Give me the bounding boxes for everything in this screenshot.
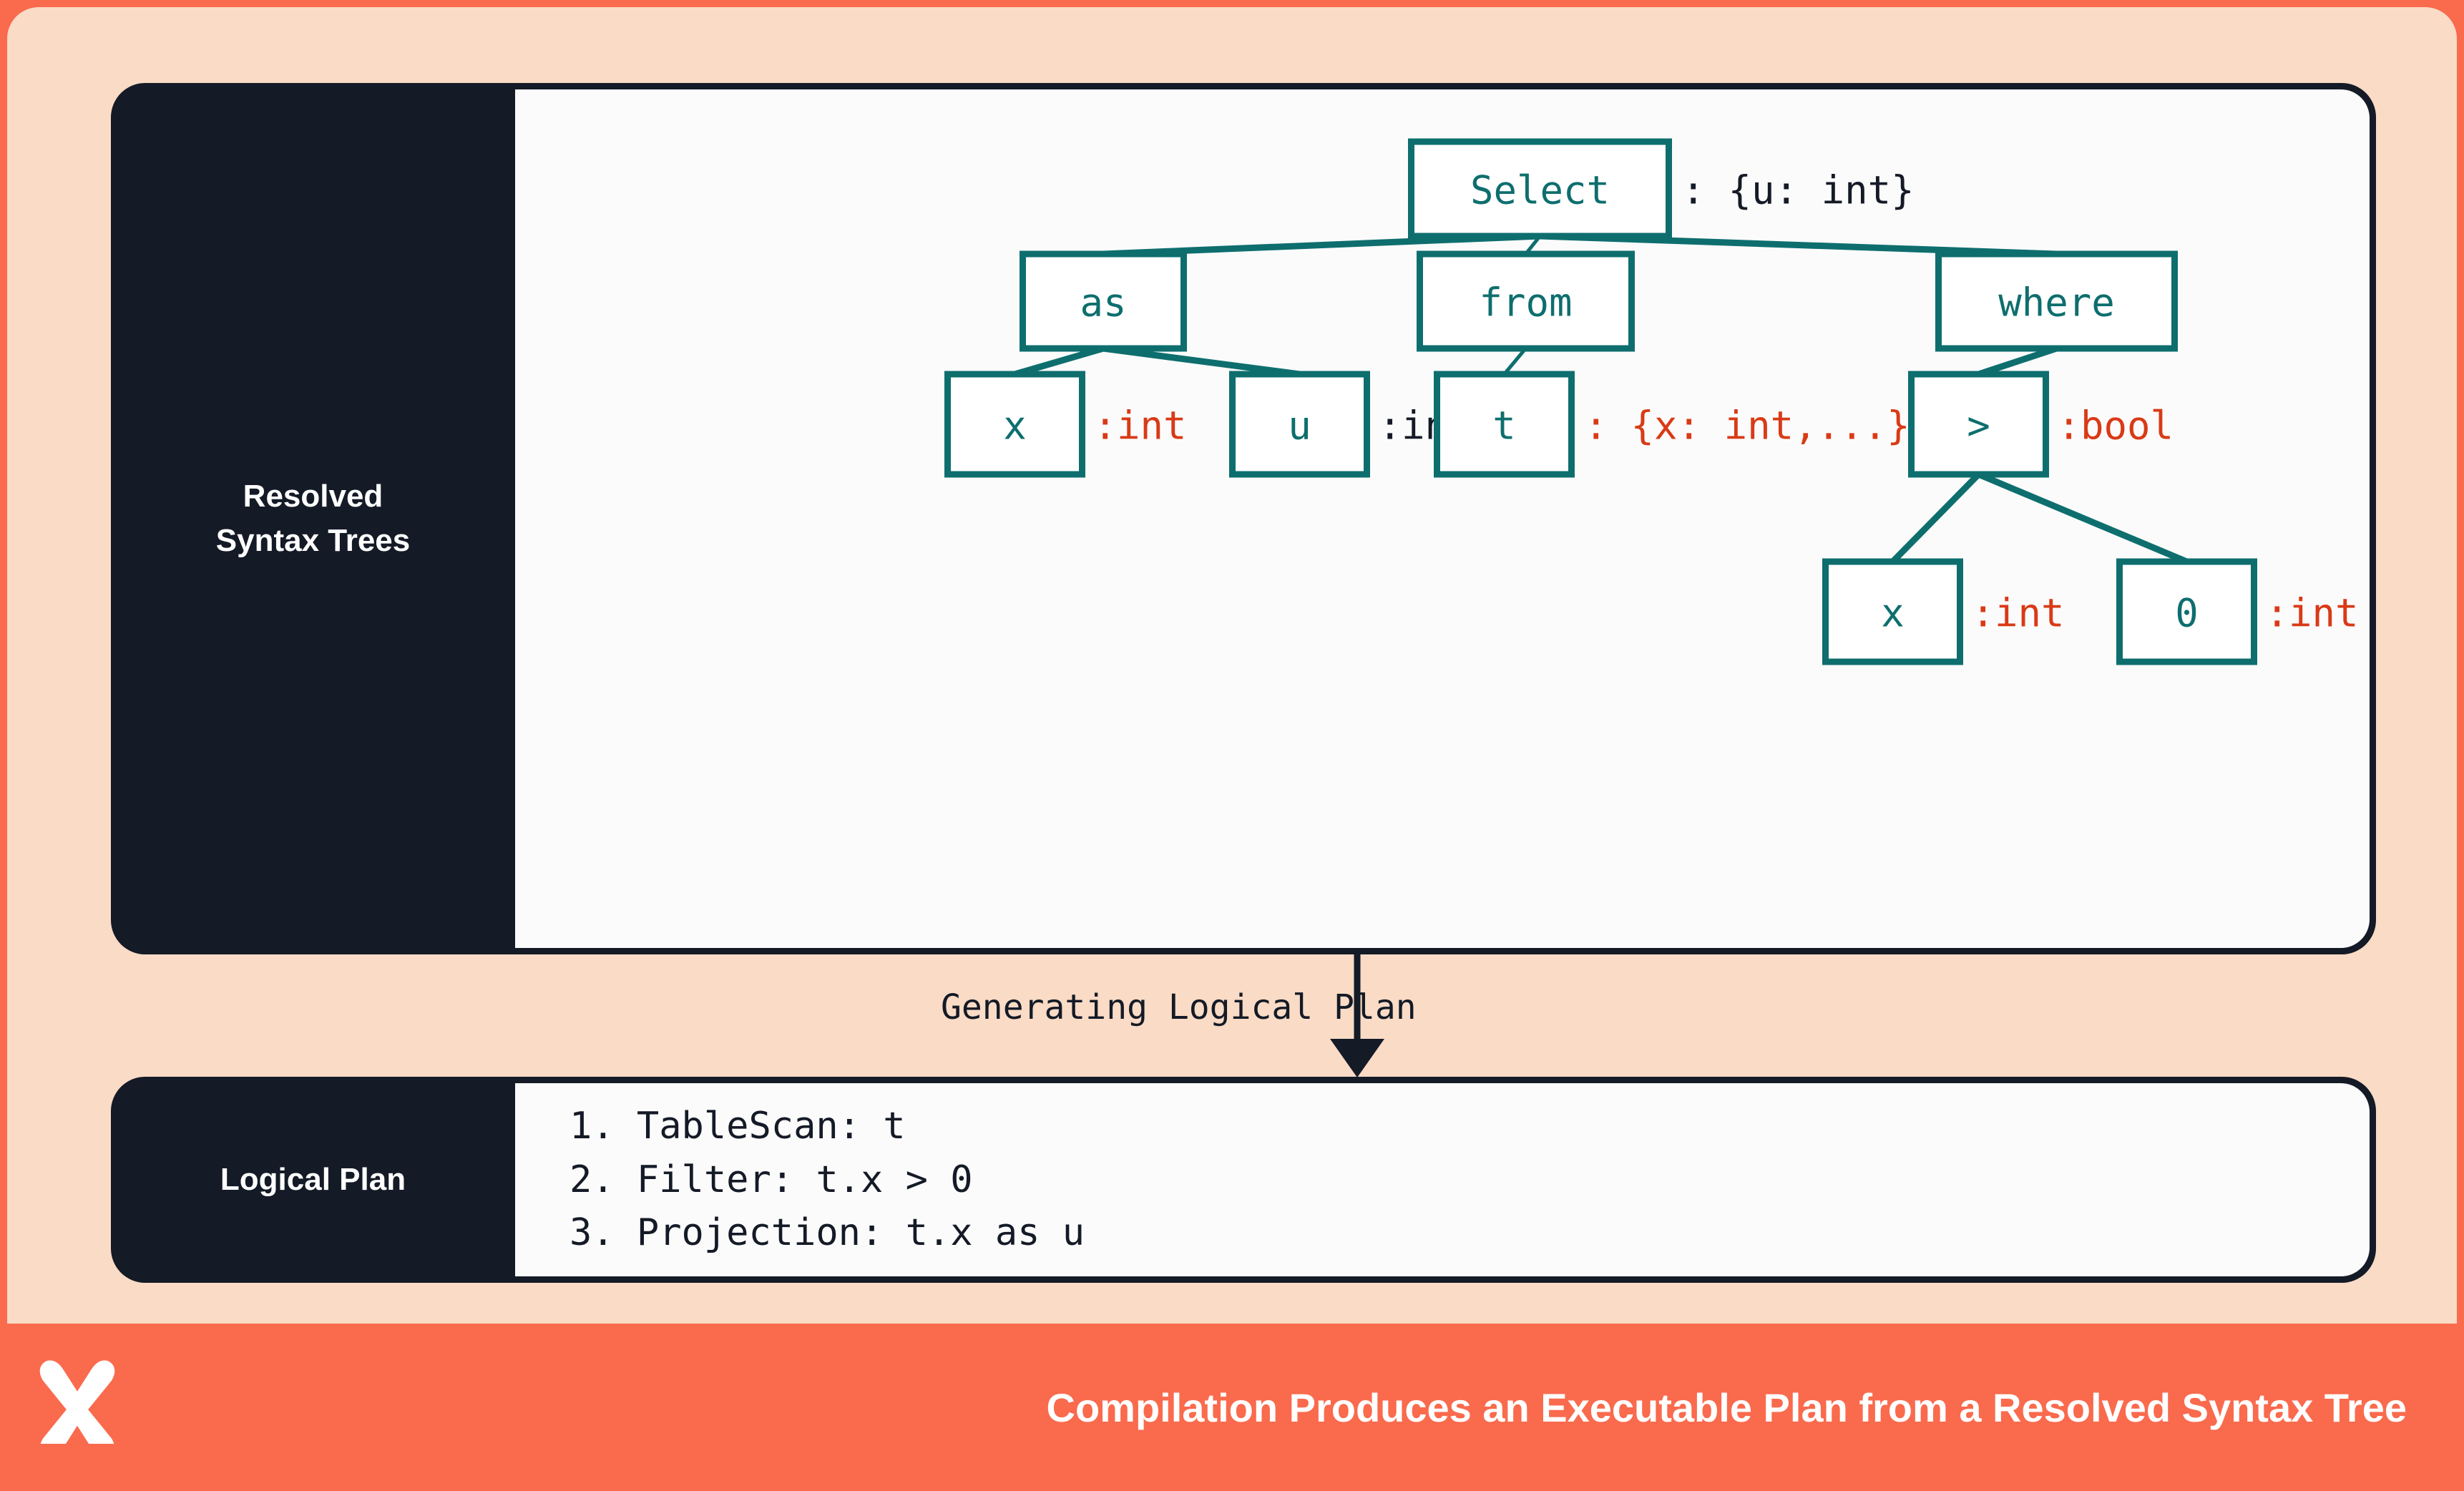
tree-node-type-annotation: : {x: int,...} bbox=[1585, 404, 1910, 449]
tree-node-as-x: x :int bbox=[944, 371, 1187, 478]
resolved-syntax-trees-label: Resolved Syntax Trees bbox=[111, 83, 515, 954]
transition-arrow-icon bbox=[1330, 954, 1384, 1077]
tree-edge bbox=[1502, 347, 1527, 376]
syntax-tree-canvas: Select : {u: int} as from where x :int u :int t : … bbox=[515, 89, 2370, 948]
logical-plan-step: 3. Projection: t.x as u bbox=[569, 1211, 1085, 1255]
tree-node-label: 0 bbox=[2175, 591, 2199, 636]
footer-caption-text: Compilation Produces an Executable Plan … bbox=[1046, 1384, 2407, 1430]
tree-node-type-annotation: :int bbox=[2266, 591, 2359, 636]
tree-node-box bbox=[1408, 138, 1672, 240]
tree-node-type-annotation: :bool bbox=[2058, 404, 2174, 449]
syntax-tree-graphic: Select : {u: int} as from where x :int u :int t : … bbox=[944, 138, 2359, 665]
tree-node-label: from bbox=[1479, 280, 1572, 326]
rst-label-line-2: Syntax Trees bbox=[215, 523, 411, 558]
tree-node-as: as bbox=[1020, 250, 1187, 352]
tree-node-box bbox=[1020, 250, 1187, 352]
tree-node-from-t: t : {x: int,...} bbox=[1434, 371, 1910, 478]
logical-plan-label: Logical Plan bbox=[111, 1077, 515, 1283]
resolved-syntax-trees-card: Resolved Syntax Trees Select : {u: int} as… bbox=[111, 83, 2376, 954]
tree-node-from: from bbox=[1417, 250, 1635, 352]
tree-node-box bbox=[2116, 558, 2257, 665]
x-mark-logo-icon bbox=[39, 1360, 115, 1444]
rst-label-line-1: Resolved bbox=[243, 478, 383, 514]
tree-node-type-annotation: :int bbox=[1972, 591, 2065, 636]
tree-node-label: u bbox=[1288, 404, 1311, 449]
tree-edge bbox=[1977, 345, 2058, 378]
logical-plan-card: Logical Plan 1. TableScan: t 2. Filter: t… bbox=[111, 1077, 2376, 1283]
tree-node-box bbox=[1822, 558, 1963, 665]
transition-arrow-label: Generating Logical Plan bbox=[941, 987, 1417, 1027]
logical-plan-label-text: Logical Plan bbox=[220, 1161, 406, 1197]
tree-node-label: Select bbox=[1470, 168, 1610, 213]
transition-arrow-zone: Generating Logical Plan bbox=[111, 954, 2376, 1077]
tree-node-where: where bbox=[1935, 250, 2178, 352]
tree-node-label: x bbox=[1881, 591, 1905, 636]
tree-node-label: where bbox=[1998, 280, 2115, 326]
tree-edge bbox=[1890, 471, 1981, 564]
tree-node-box bbox=[1229, 371, 1370, 478]
logical-plan-step: 1. TableScan: t bbox=[569, 1104, 906, 1148]
logical-plan-steps: 1. TableScan: t 2. Filter: t.x > 0 3. Proj… bbox=[515, 1100, 1085, 1261]
tree-node-gt-x: x :int bbox=[1822, 558, 2065, 665]
tree-node-label: > bbox=[1967, 404, 1990, 449]
tree-edge bbox=[1977, 471, 2189, 565]
tree-edge bbox=[1014, 345, 1105, 378]
tree-edge bbox=[1103, 345, 1301, 378]
tree-node-gt: > :bool bbox=[1908, 371, 2174, 478]
tree-node-select: Select : {u: int} bbox=[1408, 138, 1915, 240]
tree-node-label: x bbox=[1003, 404, 1027, 449]
tree-node-layer: Select : {u: int} as from where x :int u :int t : … bbox=[944, 138, 2359, 665]
tree-node-box bbox=[1434, 371, 1575, 478]
tree-node-label: as bbox=[1080, 280, 1126, 326]
tree-node-box bbox=[1417, 250, 1635, 352]
footer-bar: Compilation Produces an Executable Plan … bbox=[0, 1324, 2464, 1491]
logical-plan-body: 1. TableScan: t 2. Filter: t.x > 0 3. Proj… bbox=[515, 1083, 2370, 1276]
tree-node-box bbox=[1908, 371, 2049, 478]
tree-node-type-annotation: : {u: int} bbox=[1682, 168, 1915, 213]
tree-node-label: t bbox=[1492, 404, 1516, 449]
tree-node-box bbox=[1935, 250, 2178, 352]
logical-plan-step: 2. Filter: t.x > 0 bbox=[569, 1158, 973, 1201]
diagram-canvas: Resolved Syntax Trees Select : {u: int} as… bbox=[7, 7, 2457, 1324]
tree-node-gt-0: 0 :int bbox=[2116, 558, 2359, 665]
footer-caption: Compilation Produces an Executable Plan … bbox=[1047, 1324, 2407, 1491]
tree-node-type-annotation: :int bbox=[1094, 404, 1187, 449]
tree-node-box bbox=[944, 371, 1085, 478]
